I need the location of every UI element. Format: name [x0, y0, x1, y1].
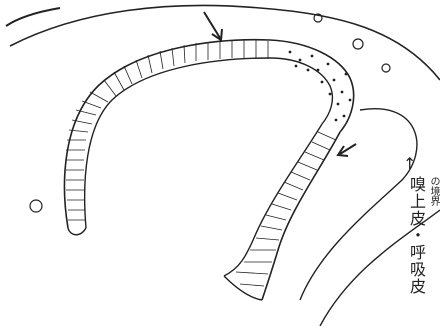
left-limb-end: [68, 228, 86, 235]
boundary-label: の境界 嗅上皮・呼吸皮: [388, 176, 438, 326]
up-arrow-glyph: ↑: [403, 156, 416, 172]
label-main: 嗅上皮・呼吸皮: [408, 176, 424, 326]
limb-inner-edge: [224, 124, 322, 276]
arrow-right: [338, 144, 356, 156]
hook-stroke: [6, 8, 60, 26]
epithelium-outer-edge: [64, 40, 353, 228]
label-small: の境界: [428, 176, 438, 326]
arrow-top: [204, 12, 222, 40]
limb-bottom: [224, 276, 262, 300]
outer-contour: [10, 5, 440, 80]
epithelium-inner-edge: [85, 58, 333, 228]
small-circles: [30, 14, 390, 212]
